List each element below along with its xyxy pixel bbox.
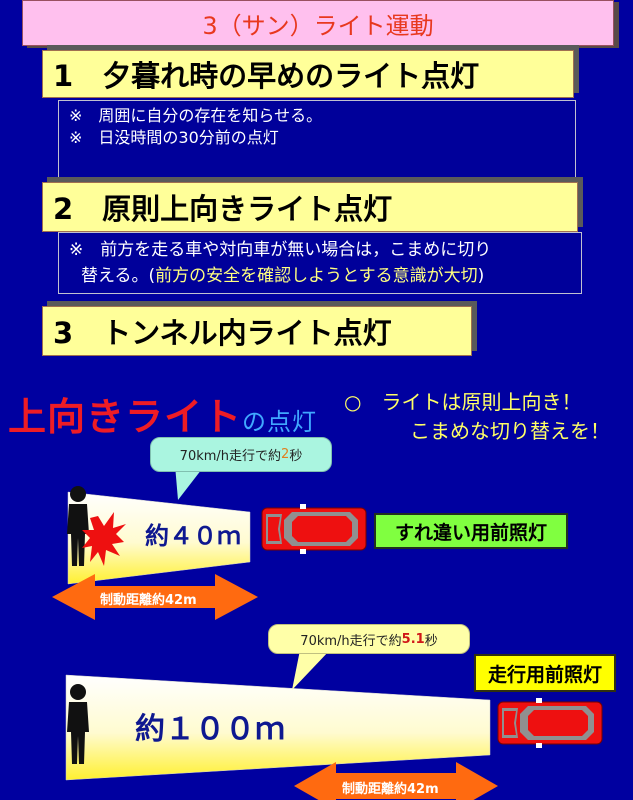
- high-beam-title: 上向きライトの点灯: [8, 386, 317, 441]
- car-icon-high: [497, 697, 603, 749]
- note-suffix: ): [477, 266, 485, 286]
- car-icon-low: [261, 503, 367, 555]
- high-beam-braking-distance: 制動距離約42m: [342, 782, 439, 797]
- high-beam-label: 走行用前照灯: [474, 654, 616, 692]
- section-1-note-1: ※ 周囲に自分の存在を知らせる。: [69, 106, 323, 125]
- bubble-text: 70km/h走行で約: [300, 633, 402, 649]
- note-prefix: 替える。(: [81, 266, 156, 286]
- section-1-heading: 1 夕暮れ時の早めのライト点灯: [42, 50, 574, 98]
- high-beam-cone: [65, 674, 491, 781]
- note-highlight: 前方の安全を確認しようとする意識が大切: [155, 266, 478, 286]
- high-beam-distance: 約１００ｍ: [135, 712, 285, 747]
- section-2-note-line-2: 替える。(前方の安全を確認しようとする意識が大切): [69, 263, 571, 289]
- impact-burst-icon: [82, 512, 126, 566]
- section-2-note-line-1: ※ 前方を走る車や対向車が無い場合は，こまめに切り: [69, 240, 492, 260]
- advice-line-2: こまめな切り替えを！: [410, 419, 610, 443]
- low-beam-label: すれ違い用前照灯: [374, 513, 568, 549]
- section-2-heading: 2 原則上向きライト点灯: [42, 182, 578, 232]
- section-3-heading: 3 トンネル内ライト点灯: [42, 306, 472, 356]
- bubble-value: 2: [281, 447, 290, 462]
- page-title: 3（サン）ライト運動: [22, 0, 614, 46]
- braking-arrow-low: [52, 574, 258, 620]
- bubble-unit: 秒: [289, 449, 303, 464]
- high-beam-title-sub: の点灯: [242, 408, 318, 436]
- advice-text: ○ ライトは原則上向き！ こまめな切り替えを！: [344, 388, 610, 446]
- low-beam-braking-distance: 制動距離約42m: [100, 593, 197, 608]
- section-1-note-2: ※ 日没時間の30分前の点灯: [69, 128, 279, 147]
- braking-arrow-high: [294, 762, 498, 800]
- bubble-text: 70km/h走行で約: [179, 449, 282, 464]
- section-2-notes: ※ 前方を走る車や対向車が無い場合は，こまめに切り 替える。(前方の安全を確認し…: [58, 232, 582, 294]
- low-beam-distance: 約４０ｍ: [145, 522, 241, 550]
- bubble-unit: 秒: [424, 633, 438, 649]
- advice-line-1: ○ ライトは原則上向き！: [344, 390, 582, 414]
- bubble-value: 5.1: [401, 631, 425, 647]
- high-beam-title-main: 上向きライト: [8, 395, 243, 439]
- section-1-notes: ※ 周囲に自分の存在を知らせる。 ※ 日没時間の30分前の点灯: [58, 100, 576, 182]
